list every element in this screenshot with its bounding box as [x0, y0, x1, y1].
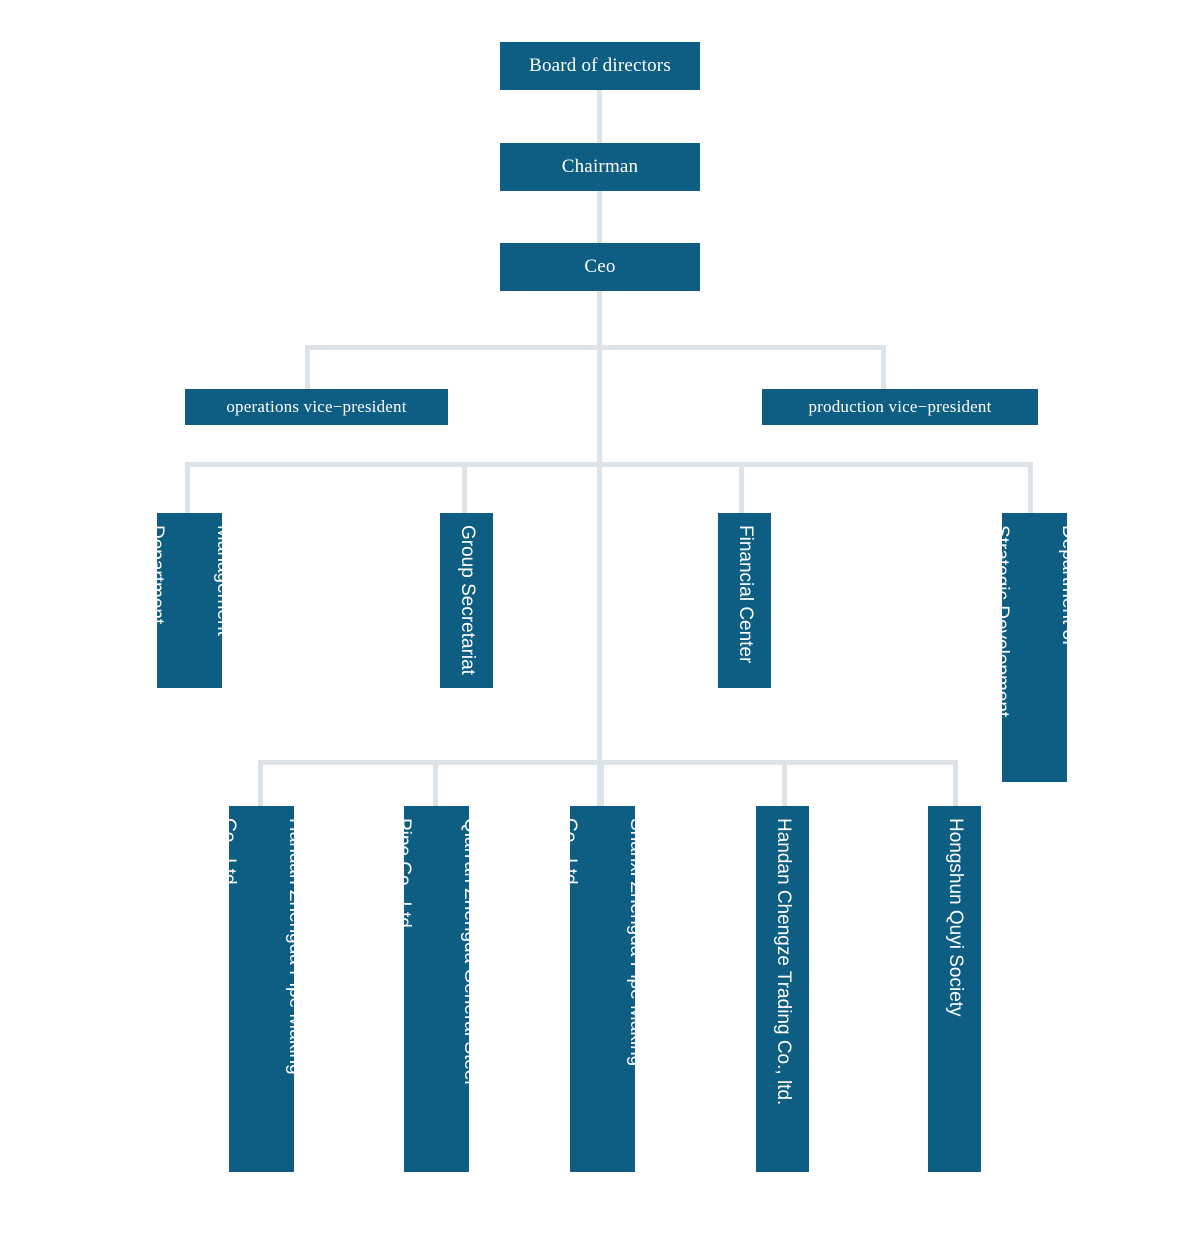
node-board-of-directors[interactable]: Board of directors: [500, 42, 700, 90]
node-ceo-label: Ceo: [584, 256, 616, 278]
node-management-department-label-line1: Management: [213, 525, 222, 636]
connector-subsidiaries-bus: [258, 760, 958, 765]
node-group-secretariat-label-line1: Group Secretariat: [456, 525, 478, 675]
node-handan-chengze-trading[interactable]: Handan Chengze Trading Co., ltd.: [756, 806, 809, 1172]
node-management-department[interactable]: Management Department: [157, 513, 222, 688]
node-shanxi-zhengda-label-line1: Shanxi Zhengda Pipe Making: [626, 818, 635, 1067]
node-qianan-zhengda-general-steel-pipe[interactable]: Qian'an Zhengda General Steel Pipe Co., …: [404, 806, 469, 1172]
node-financial-center[interactable]: Financial Center: [718, 513, 771, 688]
node-shanxi-zhengda-pipe-making[interactable]: Shanxi Zhengda Pipe Making Co., Ltd.: [570, 806, 635, 1172]
node-handan-zhengda-pipe-making[interactable]: Handan Zhengda Pipe Making Co., Ltd.: [229, 806, 294, 1172]
node-shanxi-zhengda-label-line2: Co., Ltd.: [570, 818, 580, 890]
connector-board-chairman: [597, 90, 602, 143]
node-department-of-strategic-development[interactable]: Department of Strategic Development: [1002, 513, 1067, 782]
connector-to-hongshun-quyi: [953, 760, 958, 806]
node-ceo[interactable]: Ceo: [500, 243, 700, 291]
connector-to-strategic-development: [1028, 462, 1033, 513]
connector-to-operations-vp: [305, 345, 310, 389]
connector-to-shanxi-zhengda: [599, 760, 604, 806]
connector-to-handan-chengze: [782, 760, 787, 806]
node-hongshun-quyi-label-line1: Hongshun Quyi Society: [944, 818, 966, 1017]
node-production-vice-president[interactable]: production vice−president: [762, 389, 1038, 425]
node-board-of-directors-label: Board of directors: [529, 55, 671, 77]
connector-vp-bus: [305, 345, 886, 350]
node-group-secretariat[interactable]: Group Secretariat: [440, 513, 493, 688]
connector-to-management-department: [185, 462, 190, 513]
node-operations-vice-president-label: operations vice−president: [226, 397, 407, 417]
connector-ceo-trunk: [597, 291, 602, 806]
node-operations-vice-president[interactable]: operations vice−president: [185, 389, 448, 425]
connector-to-financial-center: [739, 462, 744, 513]
node-chairman-label: Chairman: [561, 156, 639, 178]
node-handan-zhengda-label-line2: Co., Ltd.: [229, 818, 239, 890]
node-strategic-development-label-line2: Strategic Development: [1002, 525, 1012, 718]
node-management-department-label-line2: Department: [157, 525, 167, 625]
connector-to-handan-zhengda: [258, 760, 263, 806]
node-chairman[interactable]: Chairman: [500, 143, 700, 191]
node-qianan-zhengda-label-line1: Qian'an Zhengda General Steel: [460, 818, 469, 1085]
node-production-vice-president-label: production vice−president: [808, 397, 992, 417]
connector-to-production-vp: [881, 345, 886, 389]
node-hongshun-quyi-society[interactable]: Hongshun Quyi Society: [928, 806, 981, 1172]
node-strategic-development-label-line1: Department of: [1058, 525, 1067, 646]
connector-to-group-secretariat: [462, 462, 467, 513]
node-handan-chengze-label-line1: Handan Chengze Trading Co., ltd.: [772, 818, 794, 1106]
connector-chairman-ceo: [597, 191, 602, 243]
connector-departments-bus: [185, 462, 1033, 467]
node-financial-center-label-line1: Financial Center: [734, 525, 756, 664]
node-handan-zhengda-label-line1: Handan Zhengda Pipe Making: [285, 818, 294, 1075]
node-qianan-zhengda-label-line2: Pipe Co., Ltd.: [404, 818, 414, 934]
connector-to-qianan-zhengda: [433, 760, 438, 806]
